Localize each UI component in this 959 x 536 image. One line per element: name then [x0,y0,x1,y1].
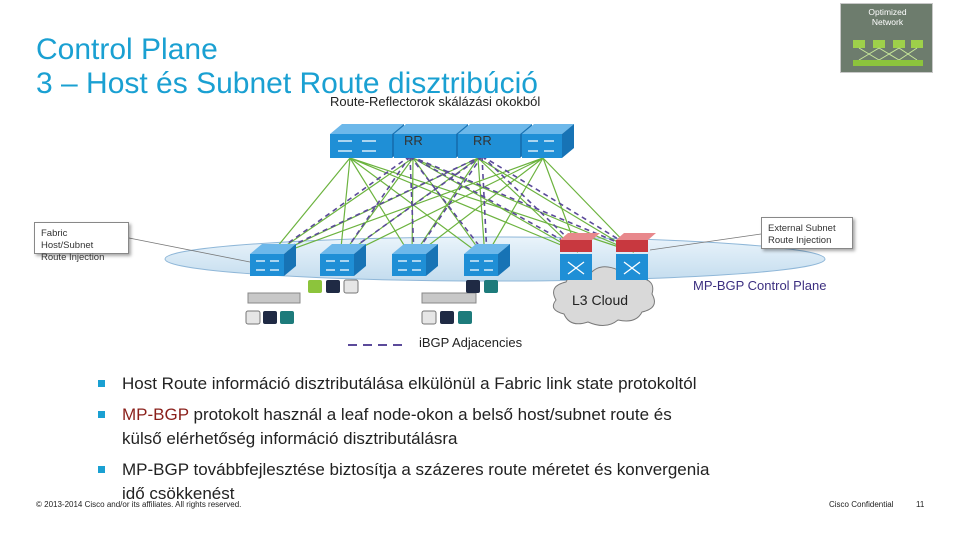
mp-bgp-label: MP-BGP Control Plane [693,278,827,293]
l3-cloud-label: L3 Cloud [572,292,629,308]
host-group-1 [245,292,301,325]
leaf-switch-3 [392,244,438,276]
footer-page-number: 11 [916,500,925,509]
bullet-item: MP-BGP protokolt használ a leaf node-oko… [98,403,928,451]
rr-label-1: RR [404,133,423,148]
spine-switch-4 [522,124,574,158]
external-injection-callout: External Subnet Route Injection [761,217,853,249]
footer-copyright: © 2013-2014 Cisco and/or its affiliates.… [36,500,242,509]
leaf-switch-1 [250,244,296,276]
rr-label-2: RR [473,133,492,148]
bullet-item: MP-BGP továbbfejlesztése biztosítja a sz… [98,458,928,506]
ibgp-adjacency-links [269,155,637,257]
spine-switch-rr-2 [458,124,532,158]
fabric-injection-callout: Fabric Host/Subnet Route Injection [34,222,129,263]
network-thumbnail-icon [853,40,923,66]
thumbnail-label: Optimized Network [868,7,907,27]
leaf-switch-4 [464,244,510,276]
subtitle: Route-Reflectorok skálázási okokból [330,94,541,109]
host-group-4 [466,280,498,293]
border-leaf-1 [560,233,600,280]
page-title: Control Plane 3 – Host és Subnet Route d… [36,33,538,101]
leaf-switch-2 [320,244,366,276]
title-line-1: Control Plane [36,33,218,66]
bullet-item: Host Route információ disztributálása el… [98,372,928,396]
bullet-list: Host Route információ disztributálása el… [98,372,928,513]
title-line-2: 3 – Host és Subnet Route disztribúció [36,67,538,100]
ibgp-legend-label: iBGP Adjacencies [419,335,523,350]
host-group-3 [421,292,477,325]
footer-confidential: Cisco Confidential [829,500,894,509]
border-leaf-2 [616,233,656,280]
mesh-links [267,157,635,259]
spine-switch-1 [330,124,404,158]
optimized-network-thumbnail: Optimized Network [840,3,933,73]
host-group-2 [308,279,359,294]
